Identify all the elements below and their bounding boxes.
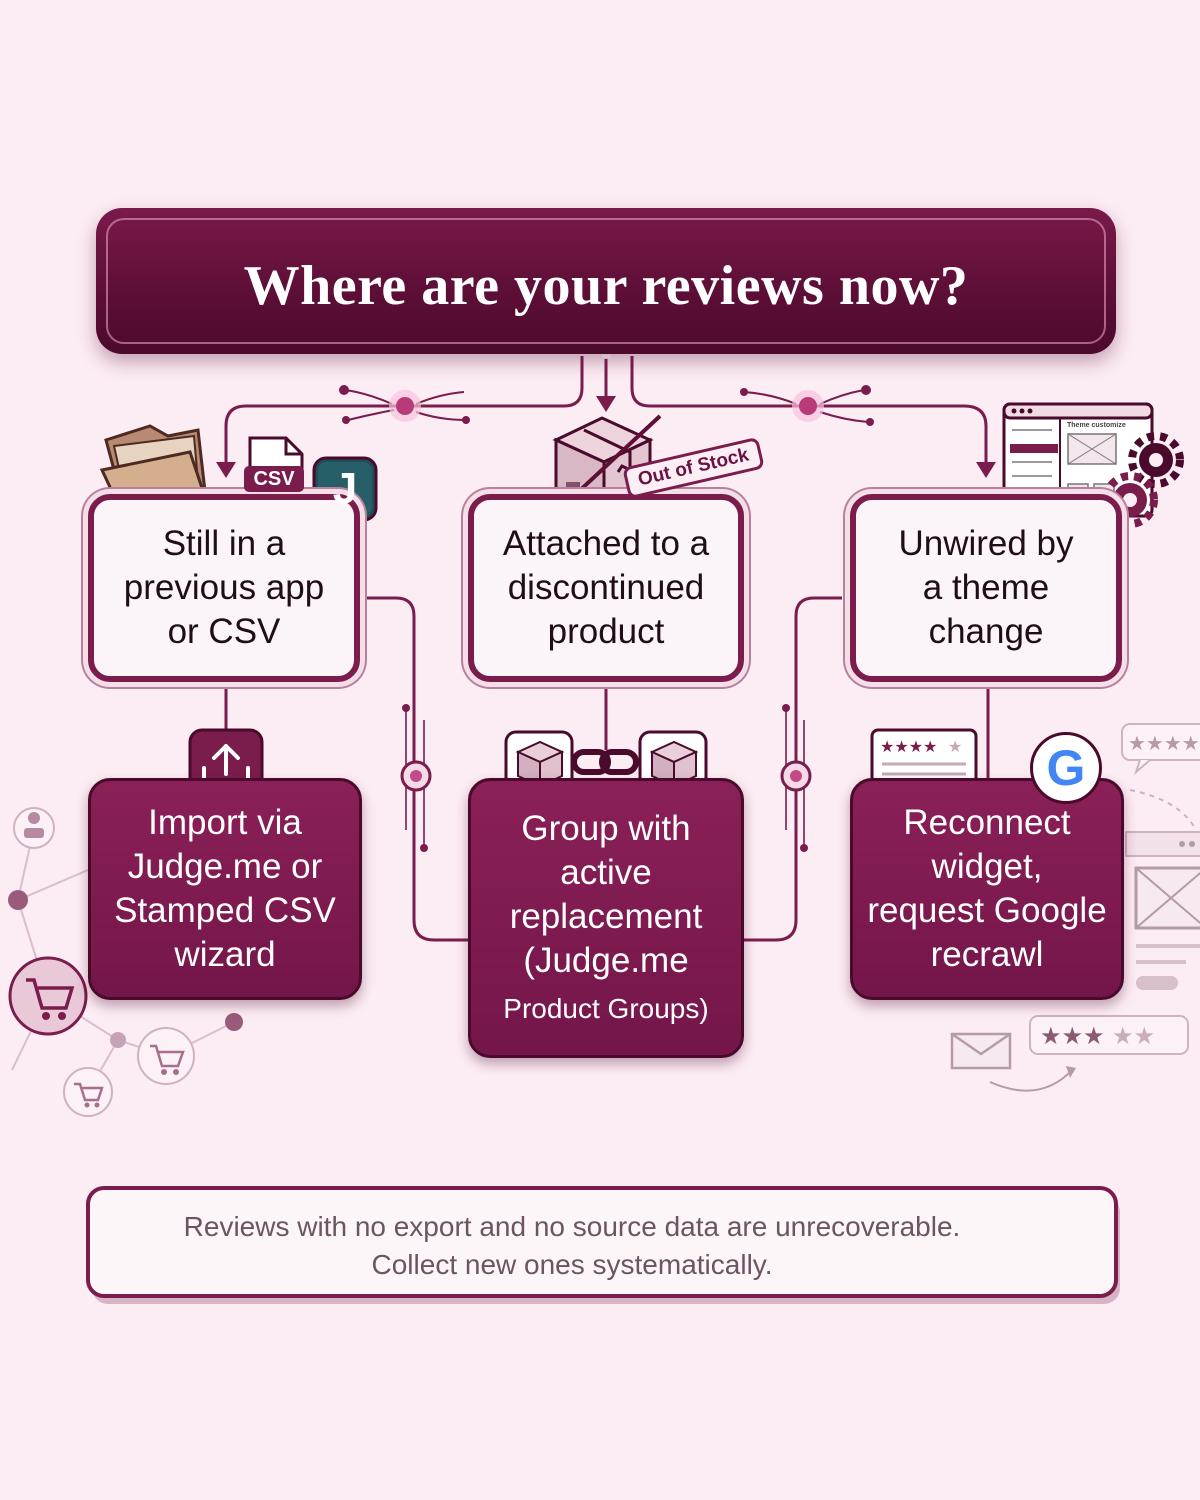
cart-icon bbox=[137, 1027, 195, 1085]
box-line: product bbox=[547, 612, 665, 651]
header-banner: Where are your reviews now? bbox=[96, 208, 1116, 354]
user-icon bbox=[24, 812, 44, 838]
page-title: Where are your reviews now? bbox=[243, 255, 969, 317]
footer-line: Reviews with no export and no source dat… bbox=[183, 1211, 961, 1242]
box-line: Stamped CSV bbox=[114, 891, 336, 930]
theme-window-label: Theme customize bbox=[1067, 422, 1126, 429]
box-line: active bbox=[560, 853, 652, 892]
box-line: wizard bbox=[174, 935, 276, 974]
box-line: Unwired by bbox=[898, 524, 1074, 563]
decor-arrow bbox=[989, 1069, 1073, 1092]
decor-arrowhead bbox=[1066, 1066, 1076, 1078]
action-box-import: Import via Judge.me or Stamped CSV wizar… bbox=[88, 778, 362, 1000]
rating-decoration: ★★★★ ★★★ ★★ bbox=[1029, 723, 1200, 1055]
footer-note: Reviews with no export and no source dat… bbox=[86, 1186, 1118, 1298]
box-line: discontinued bbox=[507, 568, 705, 607]
envelope-icon bbox=[950, 1032, 1012, 1070]
connector-nodes bbox=[339, 349, 874, 852]
cart-icon bbox=[63, 1067, 113, 1117]
cart-icon bbox=[8, 956, 88, 1036]
chain-link-icon bbox=[571, 749, 639, 775]
box-line: Still in a bbox=[162, 524, 286, 563]
footer-line: Collect new ones systematically. bbox=[371, 1249, 773, 1280]
box-line: request Google bbox=[867, 891, 1107, 930]
gear-icon bbox=[1128, 432, 1184, 488]
source-box-previous-app: Still in a previous app or CSV bbox=[88, 494, 360, 682]
svg-text:★★★: ★★★ bbox=[1040, 1022, 1105, 1050]
csv-badge: CSV bbox=[244, 466, 304, 492]
svg-text:★★★★: ★★★★ bbox=[880, 737, 937, 756]
box-line: Import via bbox=[148, 803, 302, 842]
svg-text:★: ★ bbox=[948, 737, 962, 756]
svg-text:★★: ★★ bbox=[1112, 1022, 1155, 1050]
source-box-discontinued-product: Attached to a discontinued product bbox=[468, 494, 744, 682]
connector-arrowheads bbox=[216, 396, 996, 478]
box-line: change bbox=[928, 612, 1044, 651]
action-box-reconnect: Reconnect widget, request Google recrawl bbox=[850, 778, 1124, 1000]
box-line: Judge.me or bbox=[127, 847, 323, 886]
box-line: previous app bbox=[123, 568, 325, 607]
box-line: widget, bbox=[931, 847, 1043, 886]
source-box-theme-change: Unwired by a theme change bbox=[850, 494, 1122, 682]
judgeme-logo-letter: J bbox=[332, 464, 358, 513]
box-line: or CSV bbox=[167, 612, 281, 651]
box-line-small: Product Groups) bbox=[503, 993, 709, 1024]
box-line: Reconnect bbox=[903, 803, 1071, 842]
box-line: a theme bbox=[922, 568, 1050, 607]
gear-icon bbox=[1102, 472, 1158, 528]
box-line: Group with bbox=[521, 809, 691, 848]
google-logo-icon: G bbox=[1030, 732, 1102, 804]
box-line: replacement bbox=[509, 897, 703, 936]
box-line: Attached to a bbox=[502, 524, 710, 563]
box-line: recrawl bbox=[930, 935, 1044, 974]
svg-text:★★★★: ★★★★ bbox=[1128, 731, 1200, 755]
box-line: (Judge.me bbox=[523, 941, 689, 980]
action-box-group: Group with active replacement (Judge.me … bbox=[468, 778, 744, 1058]
